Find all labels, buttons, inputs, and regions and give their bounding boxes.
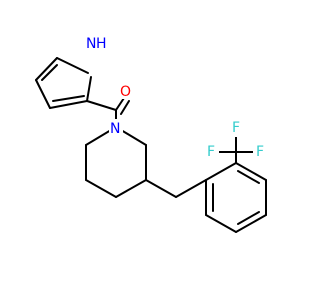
bond [35, 57, 58, 81]
piperidine-ring [85, 126, 147, 198]
piperidine-nitrogen-label: N [110, 121, 120, 137]
molecule-structure: N H O N F F F [35, 33, 267, 233]
benzene-ring [205, 162, 267, 233]
bond [120, 100, 130, 115]
oxygen-label: O [120, 84, 131, 100]
bond [235, 214, 267, 233]
bond [235, 162, 267, 181]
bond [237, 170, 260, 184]
bond [52, 95, 85, 102]
bond [205, 162, 237, 181]
bond [85, 179, 117, 198]
fluorine-label-left: F [207, 144, 215, 160]
bond [35, 79, 51, 109]
atom-label-f3: F [253, 144, 267, 160]
nh-nitrogen-label: N [86, 36, 96, 52]
fluorine-label-right: F [256, 144, 264, 160]
nh-hydrogen-label: H [96, 36, 107, 52]
bond [175, 179, 207, 198]
atom-label-f2: F [205, 144, 219, 160]
atom-label-n-pip: N [109, 119, 123, 137]
atom-label-f1: F [229, 120, 243, 137]
atom-label-nh: N H [83, 33, 107, 53]
molecule-canvas: N H O N F F F [35, 33, 267, 233]
bond [205, 214, 237, 233]
bond [56, 57, 89, 74]
bond [115, 179, 147, 198]
bond [41, 64, 58, 81]
pyrrole-ring [35, 57, 92, 109]
bond [115, 97, 125, 111]
bond [49, 100, 88, 109]
bond [86, 76, 92, 102]
ethyl-linker [145, 179, 207, 198]
bond [86, 100, 117, 111]
atom-label-o: O [119, 83, 133, 100]
bond [237, 211, 260, 225]
fluorine-label-top: F [232, 120, 240, 136]
bond [145, 179, 177, 198]
